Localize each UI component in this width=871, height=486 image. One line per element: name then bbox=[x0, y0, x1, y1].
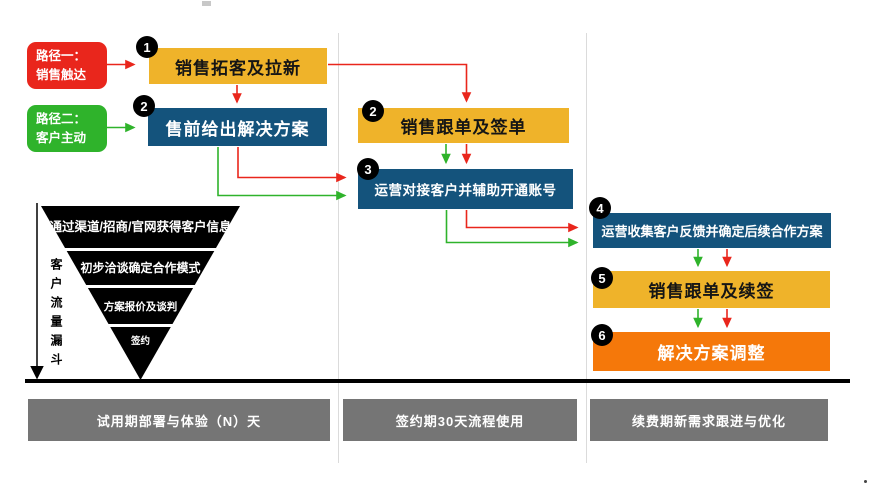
customer-funnel: 通过渠道/招商/官网获得客户信息 初步洽谈确定合作模式 方案报价及谈判 签约 bbox=[41, 206, 240, 380]
step-label-7: 解决方案调整 bbox=[657, 344, 766, 363]
phase-bar-renewal: 续费期新需求跟进与优化 bbox=[590, 399, 828, 441]
step-number-3: 2 bbox=[369, 103, 377, 119]
funnel-level-1-label: 通过渠道/招商/官网获得客户信息 bbox=[50, 219, 232, 234]
phase-label-renewal: 续费期新需求跟进与优化 bbox=[631, 413, 786, 429]
entry-path-1-box: 路径一： 销售触达 bbox=[27, 42, 107, 89]
funnel-segment-1 bbox=[41, 206, 240, 248]
step-label-3: 销售跟单及签单 bbox=[400, 118, 527, 137]
arrow-ops-to-feedback-green bbox=[445, 210, 579, 248]
step-number-5: 4 bbox=[596, 200, 604, 216]
step-box-presales-solution: 售前给出解决方案 bbox=[148, 108, 327, 146]
step-label-4: 运营对接客户并辅助开通账号 bbox=[374, 183, 557, 198]
arrow-presales-to-ops-red bbox=[237, 147, 347, 183]
funnel-level-3-label: 方案报价及谈判 bbox=[104, 300, 178, 313]
step-number-badge-5: 4 bbox=[589, 197, 611, 219]
step-number-badge-2: 2 bbox=[133, 95, 155, 117]
step-number-badge-4: 3 bbox=[357, 158, 379, 180]
step-box-sales-signing: 销售跟单及签单 bbox=[358, 108, 569, 143]
step-box-sales-renewal: 销售跟单及续签 bbox=[593, 271, 830, 308]
step-number-badge-1: 1 bbox=[136, 36, 158, 58]
entry-path-2-box: 路径二： 客户主动 bbox=[27, 105, 107, 152]
step-number-1: 1 bbox=[143, 39, 151, 55]
funnel-segment-2 bbox=[66, 251, 215, 285]
step-label-5: 运营收集客户反馈并确定后续合作方案 bbox=[601, 224, 823, 239]
phase-bar-signed: 签约期30天流程使用 bbox=[343, 399, 577, 441]
funnel-level-4-label: 签约 bbox=[130, 335, 150, 347]
step-number-7: 6 bbox=[598, 327, 606, 343]
step-label-2: 售前给出解决方案 bbox=[165, 119, 310, 139]
arrow-ops-to-feedback-red bbox=[465, 210, 579, 233]
phase-label-signed: 签约期30天流程使用 bbox=[395, 413, 525, 429]
funnel-segment-3 bbox=[87, 288, 194, 324]
step-number-badge-7: 6 bbox=[591, 324, 613, 346]
step-number-2: 2 bbox=[140, 98, 148, 114]
entry-path-1-line2: 销售触达 bbox=[36, 67, 87, 82]
column-divider-2 bbox=[586, 33, 587, 463]
step-number-badge-6: 5 bbox=[591, 267, 613, 289]
step-box-sales-prospecting: 销售拓客及拉新 bbox=[149, 48, 327, 84]
funnel-level-2-label: 初步洽谈确定合作模式 bbox=[80, 260, 200, 275]
arrow-step1-to-signing bbox=[328, 63, 472, 103]
entry-path-2-line2: 客户主动 bbox=[36, 130, 87, 145]
arrow-presales-to-ops-green bbox=[217, 147, 347, 201]
phase-label-trial: 试用期部署与体验（N）天 bbox=[96, 413, 262, 429]
timeline-baseline bbox=[25, 379, 850, 383]
funnel-segment-4 bbox=[110, 327, 171, 380]
step-number-4: 3 bbox=[364, 161, 372, 177]
column-divider-1 bbox=[338, 33, 339, 463]
step-box-ops-feedback: 运营收集客户反馈并确定后续合作方案 bbox=[593, 213, 831, 248]
step-label-1: 销售拓客及拉新 bbox=[175, 58, 301, 78]
funnel-axis-label: 客户流量漏斗 bbox=[49, 258, 63, 372]
artifact-smudge bbox=[202, 1, 211, 6]
step-label-6: 销售跟单及续签 bbox=[648, 282, 775, 301]
step-number-6: 5 bbox=[598, 270, 606, 286]
step-number-badge-3: 2 bbox=[362, 100, 384, 122]
step-box-ops-onboarding: 运营对接客户并辅助开通账号 bbox=[358, 169, 573, 209]
entry-path-2-line1: 路径二： bbox=[36, 112, 87, 126]
stray-dot bbox=[864, 480, 867, 483]
step-box-solution-adjustment: 解决方案调整 bbox=[593, 332, 830, 371]
entry-path-1-line1: 路径一： bbox=[36, 49, 87, 63]
phase-bar-trial: 试用期部署与体验（N）天 bbox=[28, 399, 330, 441]
